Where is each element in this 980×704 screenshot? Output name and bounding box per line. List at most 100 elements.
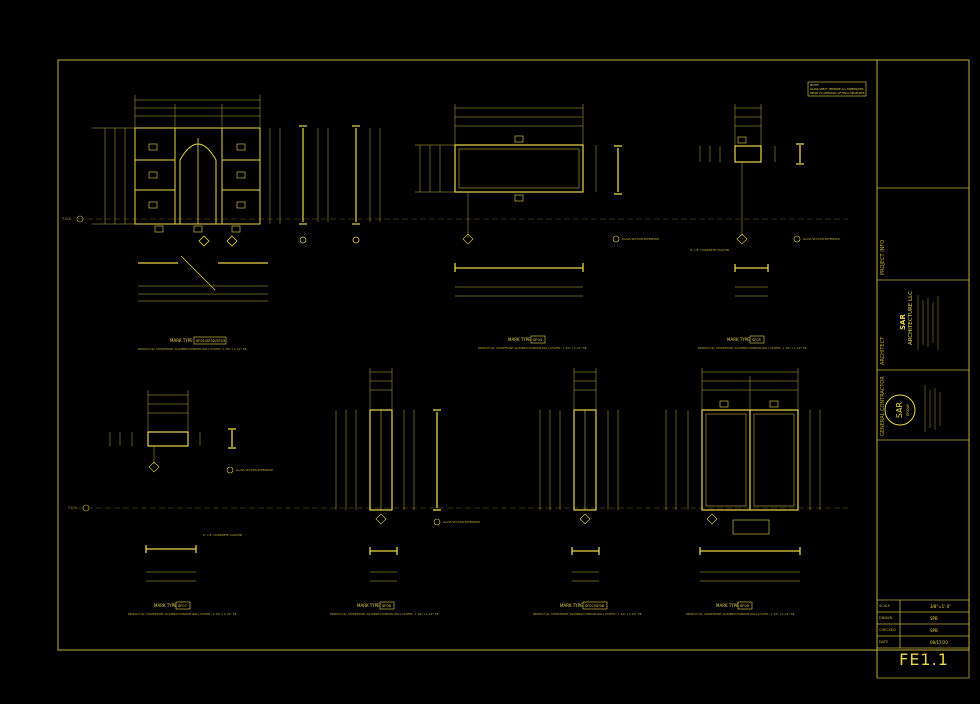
drawn-label: DRAWN: [879, 616, 893, 620]
logo-subtext: GROUP: [906, 404, 910, 417]
door-a-plan: [369, 547, 398, 555]
mark-type-7: MARK TYPE SF09 PRODUCT(S): STOREFRONT AL…: [686, 601, 795, 616]
logo-text: SAR: [895, 401, 904, 418]
double-door-note: [732, 519, 770, 535]
mark-type-3: MARK TYPE SF05 PRODUCT(S): STOREFRONT AL…: [698, 335, 807, 350]
tos-label-top: T.O.S.: [61, 217, 72, 221]
mark-type-3-tag: SF05: [752, 338, 761, 342]
entrance-plan: [138, 255, 268, 291]
elevation-door-a: [369, 409, 393, 511]
scale-value: 3/8"=1'-0": [930, 604, 951, 609]
checked-value: SPB: [930, 628, 938, 633]
double-door-tags: [706, 400, 779, 525]
entrance-plan-dims: [138, 285, 268, 302]
small-window-section-ref: GLASS SECTION REFERENCE: [803, 237, 840, 241]
small-window-jamb: [796, 143, 804, 165]
mark-type-7-tag: SF09: [740, 604, 750, 608]
door-b-plan-dims: [572, 571, 599, 582]
mark-type-5-tag: SF06: [382, 604, 392, 608]
sheet-number: FE1.1: [899, 650, 949, 669]
mark-type-6-tag: SF07/SF08: [585, 604, 605, 608]
firm-address-lines: [917, 295, 939, 350]
elevation-entrance-dims: [92, 95, 281, 225]
mark-type-4-tag: SF07: [178, 604, 187, 608]
tos-marker-top: T.O.S.: [61, 215, 84, 223]
small-window-dims: [699, 104, 776, 236]
elevation-door-b: [573, 409, 597, 511]
date-label: DATE: [879, 640, 888, 644]
wide-window-jamb: [614, 145, 622, 195]
tos-label-bottom: T.O.S.: [67, 506, 78, 510]
door-a-section-marker: [433, 518, 441, 526]
wide-window-tags: [462, 135, 524, 245]
entrance-markers: [198, 235, 360, 247]
date-value: 08/17/20: [930, 640, 948, 645]
title-block-fields: SCALE 3/8"=1'-0" DRAWN SPB CHECKED SPB D…: [879, 604, 951, 645]
note-line-2: PRIOR TO APPROVAL OF FINAL MEASURES: [810, 91, 865, 95]
architect-label: ARCHITECT: [880, 336, 886, 365]
wide-window-section-ref: GLASS SECTION REFERENCE: [622, 237, 659, 241]
mark-type-2-label: MARK TYPE: [508, 337, 531, 342]
note-box: NOTE: GLASS SPECT. PREPARE ALL DIMENSION…: [807, 81, 867, 97]
double-door-dims: [665, 368, 821, 510]
mark-type-6: MARK TYPE SF07/SF08 PRODUCT(S): STOREFRO…: [533, 601, 642, 616]
bottom-small-column-callout: 8" x 8" CONCRETE COLUMN: [203, 533, 242, 537]
note-title: NOTE:: [810, 83, 819, 87]
elevation-entrance-tags: [148, 143, 246, 233]
mark-type-2-tag: SF04: [533, 338, 543, 342]
bottom-small-marker: [148, 461, 160, 473]
note-line-1: GLASS SPECT. PREPARE ALL DIMENSIONS: [810, 87, 864, 91]
mark-type-4: MARK TYPE SF07 PRODUCT(S): STOREFRONT AL…: [128, 601, 237, 616]
mark-type-1: MARK TYPE SF01/SF02/SF03 PRODUCT(S): STO…: [138, 336, 247, 351]
mark-type-5: MARK TYPE SF06 PRODUCT(S): STOREFRONT AL…: [330, 601, 439, 616]
elevation-small-window: [734, 145, 762, 163]
bottom-small-section-marker: [226, 466, 234, 474]
title-block: [877, 60, 970, 679]
scale-label: SCALE: [879, 604, 890, 608]
small-window-plan-dims: [735, 286, 768, 297]
elevation-entrance: [134, 127, 261, 225]
mark-type-7-label: MARK TYPE: [716, 603, 739, 608]
mark-type-2: MARK TYPE SF04 PRODUCT(S): STOREFRONT AL…: [478, 335, 587, 350]
door-b-dims: [539, 368, 619, 510]
bottom-small-dims: [109, 390, 201, 464]
reference-lines: [78, 218, 848, 509]
small-window-plan: [734, 264, 769, 272]
door-a-marker: [375, 513, 387, 525]
door-a-dims: [335, 368, 415, 510]
wide-window-plan-dims: [455, 286, 583, 297]
double-door-plan: [699, 547, 801, 555]
jamb-section-b: [352, 125, 360, 225]
tos-marker-bottom: T.O.S.: [67, 504, 90, 512]
mark-type-2-products: PRODUCT(S): STOREFRONT ALUMINUM WINDOW W…: [478, 346, 587, 350]
bottom-small-plan: [145, 545, 197, 553]
wide-window-dims: [415, 104, 597, 238]
jamb-section-a: [299, 125, 307, 225]
mark-type-4-products: PRODUCT(S): STOREFRONT ALUMINUM WINDOW W…: [128, 612, 237, 616]
elevation-bottom-small: [147, 431, 189, 447]
logo-address-lines: [924, 385, 941, 432]
door-b-marker: [579, 513, 591, 525]
small-window-tags: [736, 136, 748, 245]
firm-logo: SAR GROUP: [884, 394, 916, 426]
mark-type-3-products: PRODUCT(S): STOREFRONT ALUMINUM WINDOW W…: [698, 346, 807, 350]
small-window-column-callout: 8" x 8" CONCRETE COLUMN: [690, 248, 729, 252]
door-a-section-ref: GLASS SECTION REFERENCE: [443, 520, 480, 524]
door-b-plan: [571, 547, 600, 555]
door-a-plan-dims: [370, 571, 397, 582]
checked-label: CHECKED: [879, 628, 896, 632]
project-info-label: PROJECT INFO: [880, 240, 886, 275]
mark-type-1-products: PRODUCT(S): STOREFRONT ALUMINUM WINDOW W…: [138, 347, 247, 351]
mark-type-4-label: MARK TYPE: [154, 603, 177, 608]
wide-window-section-marker: [612, 235, 620, 243]
mark-type-6-label: MARK TYPE: [560, 603, 583, 608]
firm-subtitle: ARCHITECTURE LLC: [908, 291, 914, 345]
mark-type-1-label: MARK TYPE: [170, 338, 193, 343]
wide-window-plan: [454, 263, 584, 272]
general-contractor-label: GENERAL CONTRACTOR: [880, 376, 886, 436]
double-door-plan-dims: [700, 571, 800, 582]
firm-name: SAR: [899, 314, 907, 330]
jamb-section-dims: [317, 128, 381, 222]
bottom-small-section-ref: GLASS SECTION REFERENCE: [236, 468, 273, 472]
